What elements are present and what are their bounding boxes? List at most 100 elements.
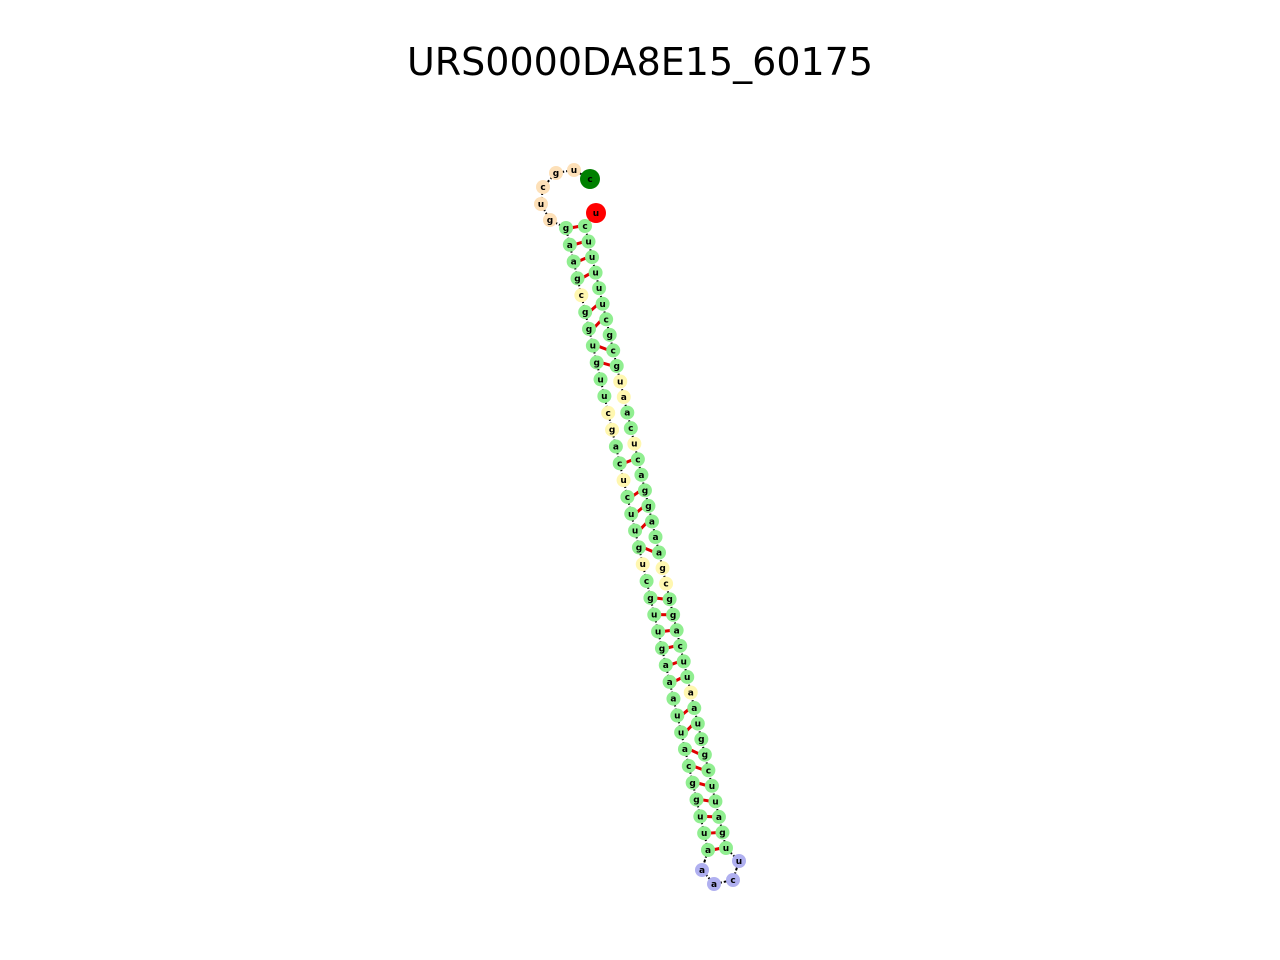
stem-nucleotide-circle — [570, 271, 585, 286]
exterior-loop-nucleotide: c — [536, 180, 550, 194]
stem-nucleotide-circle — [683, 685, 698, 700]
stem-nucleotide-circle — [624, 506, 639, 521]
five-prime-end-circle — [580, 169, 600, 189]
stem-nucleotide-label: c — [579, 291, 584, 301]
stem-nucleotide: u — [651, 624, 666, 639]
stem-nucleotide-circle — [639, 574, 654, 589]
stem-nucleotide: a — [648, 530, 663, 544]
stem-nucleotide: g — [715, 825, 730, 840]
three-prime-end: u — [586, 203, 606, 223]
stem-nucleotide-circle — [606, 343, 621, 358]
exterior-loop-nucleotide-circle — [549, 166, 563, 180]
hairpin-loop-nucleotide: c — [726, 873, 740, 887]
stem-nucleotide: g — [605, 422, 620, 437]
stem-nucleotide: a — [634, 467, 649, 482]
stem-nucleotide: u — [616, 473, 631, 488]
stem-nucleotide-label: u — [701, 829, 707, 839]
stem-nucleotide-circle — [680, 669, 695, 684]
stem-nucleotide-circle — [658, 658, 673, 673]
stem-nucleotide-circle — [585, 338, 600, 353]
stem-nucleotide: g — [689, 792, 704, 807]
stem-nucleotide-circle — [694, 732, 709, 747]
stem-nucleotide-circle — [628, 523, 643, 538]
stem-nucleotide: g — [654, 641, 669, 656]
stem-nucleotide-circle — [644, 514, 659, 529]
exterior-loop-nucleotide-label: g — [547, 216, 553, 226]
stem-nucleotide: a — [711, 809, 726, 824]
stem-nucleotide-label: c — [706, 766, 711, 776]
stem-nucleotide: a — [669, 623, 684, 638]
stem-nucleotide-label: c — [603, 315, 608, 325]
stem-nucleotide-circle — [608, 439, 623, 454]
stem-nucleotide: c — [578, 219, 592, 233]
stem-nucleotide-circle — [711, 809, 726, 824]
stem-nucleotide-label: u — [695, 720, 701, 730]
stem-nucleotide-label: a — [624, 409, 630, 419]
stem-nucleotide-label: a — [705, 846, 711, 856]
stem-nucleotide-circle — [566, 254, 581, 269]
stem-nucleotide: g — [631, 540, 646, 555]
stem-nucleotide-circle — [655, 561, 670, 576]
stem-nucleotide: a — [683, 685, 698, 700]
stem-nucleotide-circle — [578, 219, 592, 233]
stem-nucleotide-label: c — [628, 424, 633, 434]
stem-nucleotide-label: u — [601, 392, 607, 402]
stem-nucleotide: u — [704, 778, 719, 793]
stem-nucleotide-circle — [708, 794, 723, 809]
stem-nucleotide-label: g — [659, 644, 665, 654]
stem-nucleotide: a — [687, 701, 702, 716]
stem-nucleotide: c — [701, 763, 716, 778]
stem-nucleotide-circle — [630, 452, 645, 467]
stem-nucleotide-circle — [666, 607, 681, 622]
stem-nucleotide: g — [609, 358, 624, 373]
stem-nucleotide-label: u — [651, 611, 657, 621]
exterior-loop-nucleotide-label: g — [553, 169, 559, 179]
stem-nucleotide: u — [592, 281, 607, 296]
stem-nucleotide-circle — [666, 691, 681, 706]
stem-nucleotide-label: g — [563, 224, 569, 234]
stem-nucleotide-circle — [670, 708, 685, 723]
stem-nucleotide: u — [628, 523, 643, 538]
stem-nucleotide-label: u — [678, 728, 684, 738]
stem-nucleotide: u — [676, 654, 691, 669]
five-prime-end-label: c — [587, 175, 592, 185]
stem-nucleotide-circle — [574, 288, 589, 303]
stem-nucleotide-circle — [648, 530, 663, 544]
stem-nucleotide: a — [662, 674, 677, 689]
stem-nucleotide-circle — [559, 221, 573, 235]
exterior-loop-nucleotide-circle — [567, 163, 581, 177]
stem-nucleotide: u — [708, 794, 723, 809]
stem-nucleotide-label: g — [645, 502, 651, 512]
three-prime-end-label: u — [593, 209, 599, 219]
hairpin-loop-nucleotide-label: a — [699, 866, 705, 876]
stem-nucleotide-circle — [662, 674, 677, 689]
stem-nucleotide-circle — [651, 624, 666, 639]
stem-nucleotide: g — [589, 355, 604, 370]
stem-nucleotide: g — [685, 775, 700, 790]
stem-nucleotide: u — [581, 234, 596, 249]
stem-nucleotide-label: c — [635, 455, 640, 465]
stem-nucleotide: u — [585, 250, 600, 265]
stem-nucleotide-label: c — [663, 580, 668, 590]
stem-nucleotide: u — [697, 826, 712, 841]
stem-nucleotide: u — [588, 265, 603, 280]
stem-nucleotide-label: g — [670, 611, 676, 621]
stem-nucleotide: a — [644, 514, 659, 529]
stem-nucleotide-label: g — [642, 486, 648, 496]
stem-nucleotide: c — [599, 312, 614, 327]
stem-nucleotide: g — [641, 498, 656, 513]
stem-nucleotide-circle — [681, 758, 696, 773]
stem-nucleotide-circle — [673, 638, 688, 653]
exterior-loop-nucleotide-label: u — [571, 166, 577, 176]
stem-nucleotide-circle — [647, 607, 662, 622]
stem-nucleotide-circle — [616, 390, 631, 405]
diagram-title: URS0000DA8E15_60175 — [406, 40, 874, 84]
stem-nucleotide: g — [694, 732, 709, 747]
stem-nucleotide: a — [666, 691, 681, 706]
stem-nucleotide-circle — [701, 843, 715, 857]
exterior-loop-nucleotide-circle — [534, 197, 548, 211]
stem-nucleotide-circle — [635, 557, 650, 572]
stem-nucleotide: c — [623, 421, 638, 436]
stem-nucleotide-circle — [697, 826, 712, 841]
hairpin-loop-nucleotide-circle — [726, 873, 740, 887]
